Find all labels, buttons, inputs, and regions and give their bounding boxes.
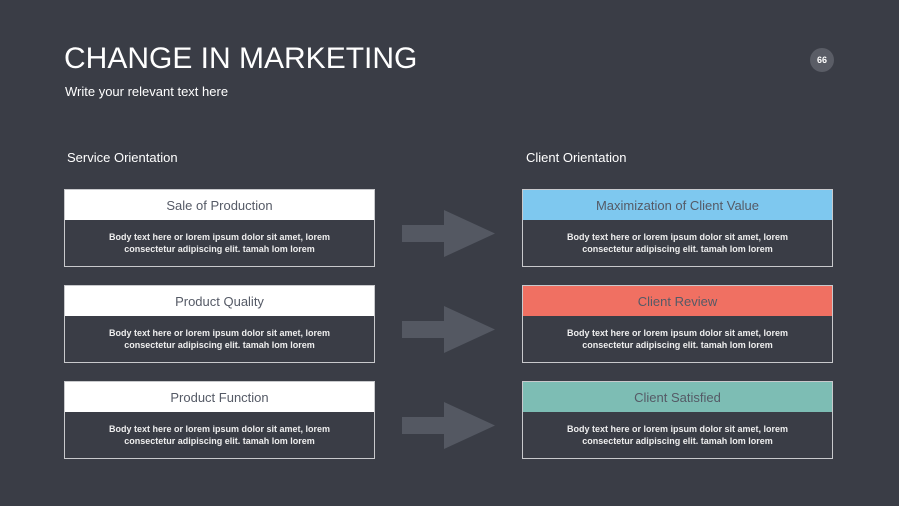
client-card: Client Satisfied Body text here or lorem…	[522, 381, 833, 459]
card-body: Body text here or lorem ipsum dolor sit …	[566, 232, 789, 254]
right-arrow-icon	[402, 210, 495, 257]
card-body: Body text here or lorem ipsum dolor sit …	[108, 424, 331, 446]
card-title: Product Function	[65, 382, 374, 412]
right-arrow-icon	[402, 402, 495, 449]
card-body: Body text here or lorem ipsum dolor sit …	[108, 328, 331, 350]
card-title: Sale of Production	[65, 190, 374, 220]
card-body: Body text here or lorem ipsum dolor sit …	[566, 424, 789, 446]
card-body: Body text here or lorem ipsum dolor sit …	[566, 328, 789, 350]
service-card: Product Function Body text here or lorem…	[64, 381, 375, 459]
left-column-heading: Service Orientation	[67, 150, 178, 165]
slide-subtitle: Write your relevant text here	[65, 84, 229, 99]
service-card: Sale of Production Body text here or lor…	[64, 189, 375, 267]
right-column-heading: Client Orientation	[526, 150, 627, 165]
card-title: Client Satisfied	[523, 382, 832, 412]
page-number-badge: 66	[810, 48, 834, 72]
client-card: Maximization of Client Value Body text h…	[522, 189, 833, 267]
right-arrow-icon	[402, 306, 495, 353]
card-body: Body text here or lorem ipsum dolor sit …	[108, 232, 331, 254]
service-card: Product Quality Body text here or lorem …	[64, 285, 375, 363]
card-title: Product Quality	[65, 286, 374, 316]
client-card: Client Review Body text here or lorem ip…	[522, 285, 833, 363]
card-title: Client Review	[523, 286, 832, 316]
card-title: Maximization of Client Value	[523, 190, 832, 220]
slide-title: CHANGE IN MARKETING	[64, 42, 418, 75]
